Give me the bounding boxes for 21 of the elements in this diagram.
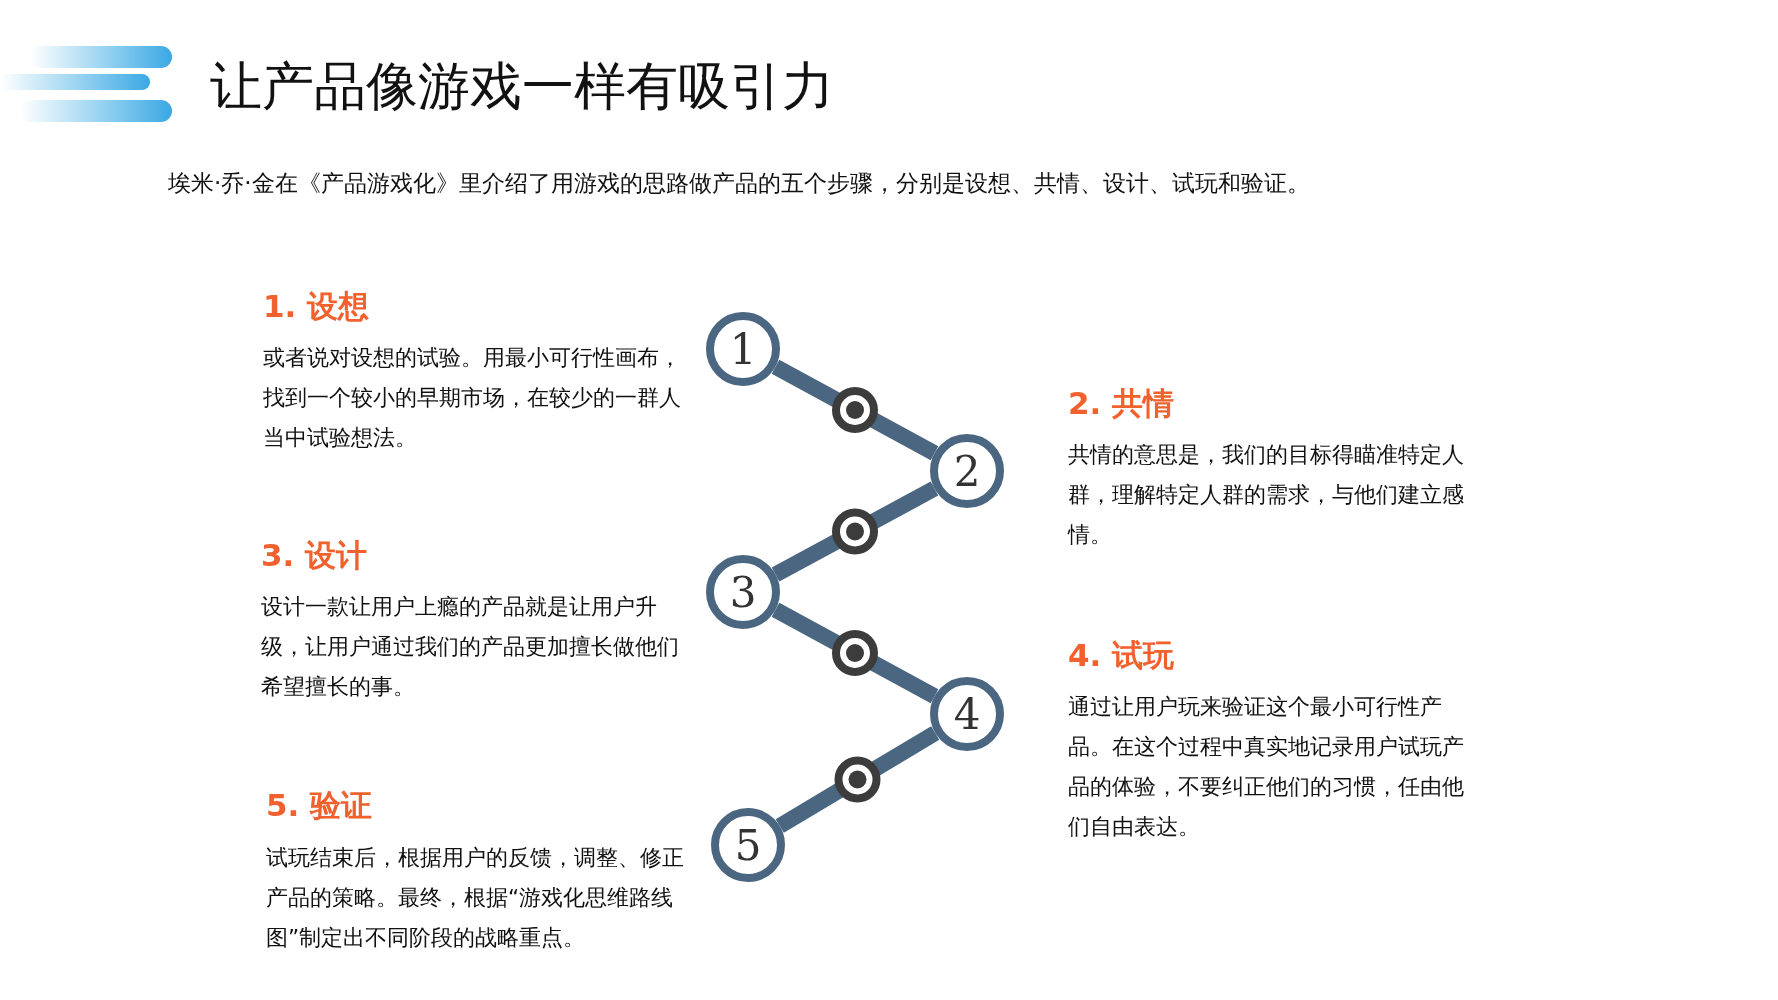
slide-title: 让产品像游戏一样有吸引力 bbox=[210, 55, 834, 118]
connector-line bbox=[771, 481, 939, 582]
step-number-circle: 2 bbox=[930, 434, 1004, 508]
step-number-circle: 3 bbox=[706, 555, 780, 629]
step-description: 共情的意思是，我们的目标得瞄准特定人群，理解特定人群的需求，与他们建立感情。 bbox=[1068, 441, 1465, 549]
connector-line bbox=[771, 602, 939, 704]
step-description: 试玩结束后，根据用户的反馈，调整、修正产品的策略。最终，根据“游戏化思维路线图”制定出不同阶段的战略重点。 bbox=[266, 844, 685, 952]
step-heading: 2. 共情 bbox=[1068, 384, 1175, 423]
step-number-circle: 5 bbox=[711, 808, 785, 882]
step-heading: 1. 设想 bbox=[263, 287, 370, 326]
step-heading: 5. 验证 bbox=[266, 786, 373, 825]
step-heading: 4. 试玩 bbox=[1068, 636, 1175, 675]
step-number-circle: 1 bbox=[706, 312, 780, 386]
connector-line bbox=[771, 359, 939, 461]
step-description: 通过让用户玩来验证这个最小可行性产品。在这个过程中真实地记录用户试玩产品的体验，不要纠正他们的习惯，任由他们自由表达。 bbox=[1068, 693, 1465, 841]
connector-line bbox=[775, 726, 940, 833]
step-heading: 3. 设计 bbox=[261, 536, 368, 575]
step-description: 设计一款让用户上瘾的产品就是让用户升级，让用户通过我们的产品更加擅长做他们希望擅长的事。 bbox=[261, 593, 680, 701]
step-description: 或者说对设想的试验。用最小可行性画布，找到一个较小的早期市场，在较少的一群人当中试验想法。 bbox=[263, 344, 682, 452]
step-number-circle: 4 bbox=[930, 677, 1004, 751]
intro-text: 埃米·乔·金在《产品游戏化》里介绍了用游戏的思路做产品的五个步骤，分别是设想、共情、设计、试玩和验证。 bbox=[168, 169, 1310, 198]
